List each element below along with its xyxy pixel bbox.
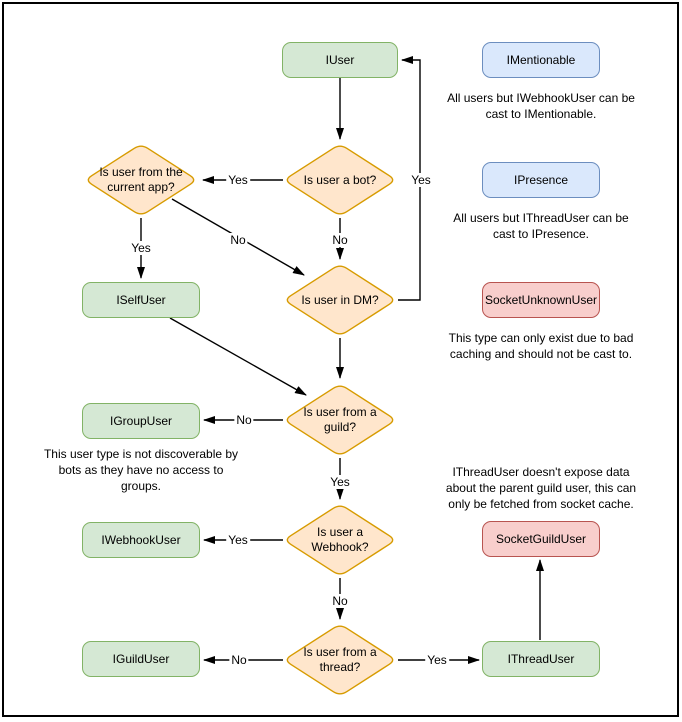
edge-label-bot-no: No [330,233,350,247]
node-socketunknownuser-label: SocketUnknownUser [484,293,598,307]
decision-from-guild: Is user from a guild? [282,382,398,458]
decision-is-webhook: Is user a Webhook? [282,502,398,578]
node-imentionable-label: IMentionable [506,53,576,67]
decision-is-webhook-label: Is user a Webhook? [311,525,369,554]
edge-iselfuser-to-guild [169,317,307,396]
node-igroupuser: IGroupUser [82,403,200,439]
node-igroupuser-label: IGroupUser [109,414,173,428]
decision-is-bot: Is user a bot? [282,142,398,218]
node-iselfuser-label: ISelfUser [116,293,166,307]
edge-label-app-yes: Yes [129,241,153,255]
edge-label-webhook-yes: Yes [226,533,250,547]
node-imentionable: IMentionable [482,42,600,78]
edge-label-dm-yes: Yes [409,173,433,187]
decision-in-dm-label: Is user in DM? [301,292,379,307]
decision-is-bot-label: Is user a bot? [303,172,377,187]
edge-label-bot-yes: Yes [226,173,250,187]
node-iuser-label: IUser [325,53,355,67]
node-socketguilduser-label: SocketGuildUser [495,532,587,546]
decision-from-current-app: Is user from the current app? [83,142,199,218]
node-iselfuser: ISelfUser [82,282,200,318]
decision-from-thread-label: Is user from a thread? [303,645,377,674]
edge-label-webhook-no: No [330,594,350,608]
node-iguilduser: IGuildUser [82,641,200,677]
node-ipresence: IPresence [482,162,600,198]
decision-in-dm: Is user in DM? [282,262,398,338]
edge-label-app-no: No [228,233,248,247]
edge-label-thread-yes: Yes [425,653,449,667]
edge-label-guild-no: No [234,413,254,427]
edge-label-guild-yes: Yes [328,475,352,489]
node-iwebhookuser: IWebhookUser [82,522,200,558]
node-socketunknownuser: SocketUnknownUser [482,282,600,318]
node-iwebhookuser-label: IWebhookUser [101,533,181,547]
decision-from-guild-label: Is user from a guild? [303,405,377,434]
node-ithreaduser: IThreadUser [482,641,600,677]
node-iuser: IUser [282,42,398,78]
node-socketguilduser: SocketGuildUser [482,521,600,557]
note-igroupuser: This user type is not discoverable by bo… [43,447,239,493]
note-socketunknownuser: This type can only exist due to bad cach… [448,331,634,361]
decision-from-current-app-label: Is user from the current app? [99,165,183,194]
decision-from-thread: Is user from a thread? [282,622,398,698]
note-ithreaduser: IThreadUser doesn't expose data about th… [445,465,637,511]
node-ithreaduser-label: IThreadUser [507,652,575,666]
node-iguilduser-label: IGuildUser [112,652,170,666]
note-imentionable: All users but IWebhookUser can be cast t… [447,91,635,121]
node-ipresence-label: IPresence [513,173,569,187]
edge-label-thread-no: No [229,653,249,667]
note-ipresence: All users but IThreadUser can be cast to… [453,211,629,241]
